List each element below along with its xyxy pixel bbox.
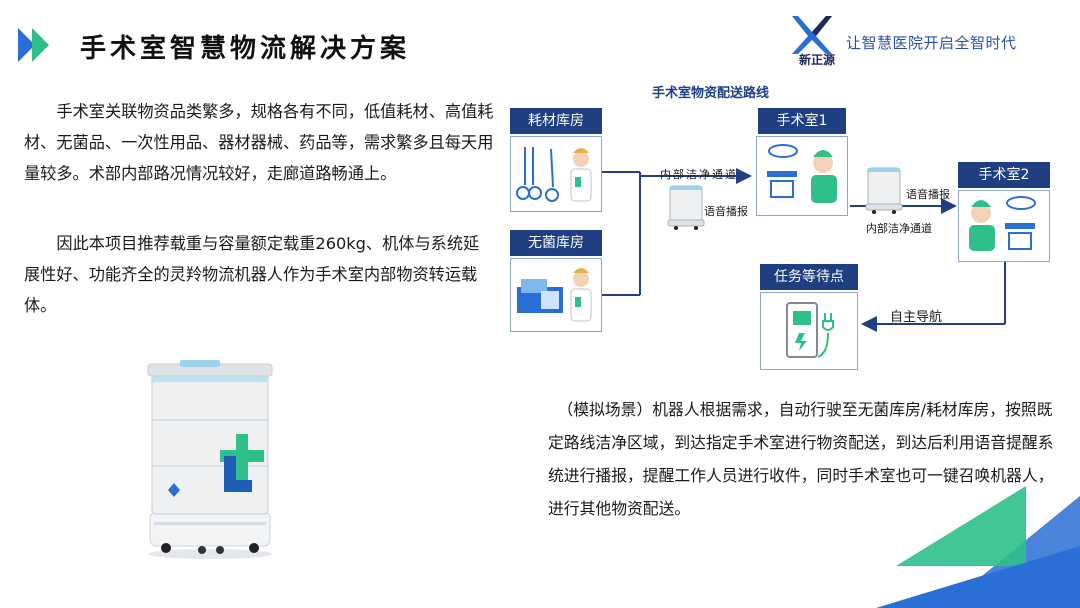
label-auto-nav: 自主导航 — [890, 310, 943, 325]
label-voice-2: 语音播报 — [906, 188, 950, 201]
route-title: 手术室物资配送路线 — [652, 86, 770, 101]
or2-image — [958, 190, 1050, 262]
label-voice-1: 语音播报 — [704, 205, 748, 218]
robot-mini-2-image — [865, 167, 903, 214]
intro-paragraph-2: 因此本项目推荐载重与容量额定载重260kg、机体与系统延展性好、功能齐全的灵羚物… — [24, 234, 480, 315]
node-or2: 手术室2 — [958, 162, 1050, 188]
corner-decoration — [876, 486, 1080, 608]
brand-logo-icon — [792, 16, 832, 54]
consumables-store-image — [510, 136, 602, 212]
intro-paragraph-1: 手术室关联物资品类繁多，规格各有不同，低值耗材、高值耗材、无菌品、一次性用品、器… — [24, 102, 494, 183]
node-consumables-store: 耗材库房 — [510, 108, 602, 134]
delivery-robot-image — [147, 360, 273, 559]
brand-slogan: 让智慧医院开启全智时代 — [846, 34, 1017, 52]
node-sterile-store: 无菌库房 — [510, 230, 602, 256]
node-waiting-point: 任务等待点 — [760, 264, 858, 290]
scenario-text: （模拟场景）机器人根据需求，自动行驶至无菌库房/耗材库房，按照既定路线洁净区域，… — [548, 400, 1054, 518]
brand-name: 新正源 — [798, 53, 835, 67]
node-or1: 手术室1 — [758, 108, 846, 134]
label-clean-corridor-2: 内部洁净通道 — [866, 222, 932, 235]
page-title: 手术室智慧物流解决方案 — [80, 34, 411, 64]
title-arrow-icon — [18, 28, 49, 62]
or1-image — [756, 136, 848, 216]
charging-station-image — [760, 292, 858, 370]
robot-mini-1-image — [667, 185, 705, 230]
sterile-store-image — [510, 258, 602, 332]
label-clean-corridor-1: 内部洁净通道 — [660, 168, 738, 181]
